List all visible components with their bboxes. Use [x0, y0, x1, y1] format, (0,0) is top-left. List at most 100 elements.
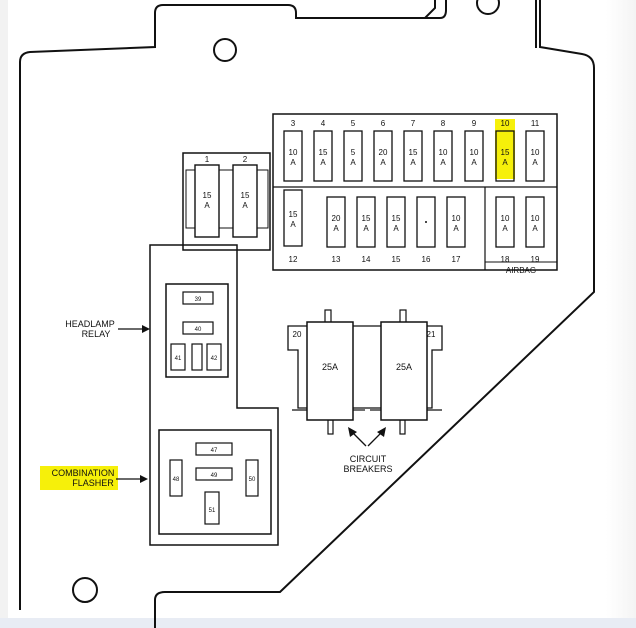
headlamp-relay-arrow	[118, 325, 150, 333]
panel-outline	[19, 0, 595, 628]
fuse-3: 3 10A	[283, 119, 303, 182]
terminal-39-label: 39	[195, 297, 202, 303]
fuse-5-slot: 5	[351, 119, 356, 128]
fuse-block-outline	[272, 113, 558, 271]
fuse-18: 10A 18	[495, 196, 515, 264]
fuse-10-unit: A	[502, 158, 508, 167]
terminal-40-label: 40	[195, 327, 202, 333]
panel-top-notch	[295, 0, 447, 19]
fuse-1-slot: 1	[205, 155, 210, 164]
fuse-6-slot: 6	[381, 119, 386, 128]
headlamp-relay-label-line2: RELAY	[82, 329, 111, 339]
fuse-5-unit: A	[350, 158, 356, 167]
fuse-2-slot: 2	[243, 155, 248, 164]
fuse-13-slot: 13	[332, 255, 341, 264]
relay-area-outline	[149, 244, 279, 546]
breaker-20-rating: 25A	[322, 362, 338, 372]
terminal-49-label: 49	[211, 473, 218, 479]
fuse-11-unit: A	[532, 158, 538, 167]
fuse-17: 10A 17	[446, 196, 466, 264]
combination-flasher-highlight	[40, 466, 118, 490]
fuse-12-amp: 15	[289, 210, 298, 219]
fuse-8-amp: 10	[439, 148, 448, 157]
fuse-5: 55A	[343, 119, 363, 182]
combination-flasher-arrow	[116, 475, 148, 483]
mounting-hole-top-right	[476, 0, 500, 15]
circuit-breaker-housing	[287, 325, 443, 409]
terminal-41-label: 41	[175, 356, 182, 362]
fuse-17-slot: 17	[452, 255, 461, 264]
fuse-6-unit: A	[380, 158, 386, 167]
left-edge-strip	[0, 0, 8, 628]
terminal-48-label: 48	[173, 477, 180, 483]
fuse-17-unit: A	[453, 224, 459, 233]
terminal-51-label: 51	[209, 508, 216, 514]
headlamp-relay-terminals: 39 40 41 42	[170, 291, 222, 371]
fuse-2-unit: A	[242, 201, 248, 210]
circuit-breaker-20: 25A	[292, 309, 365, 435]
fuse-12-slot: 12	[289, 255, 298, 264]
fuse-7: 7 15A	[403, 119, 423, 182]
mounting-hole-top-left	[213, 38, 237, 62]
fuse-19-slot: 19	[531, 255, 540, 264]
terminal-50-label: 50	[249, 477, 256, 483]
fuse-2-amp: 15	[241, 191, 250, 200]
breaker-20-slot: 20	[293, 330, 302, 339]
fuse-8: 8 10A	[433, 119, 453, 182]
combination-flasher-label-line1: COMBINATION	[52, 468, 115, 478]
fuse-18-amp: 10	[501, 214, 510, 223]
fuse-4-amp: 15	[319, 148, 328, 157]
fuse-14-unit: A	[363, 224, 369, 233]
fuse-7-unit: A	[410, 158, 416, 167]
circuit-breakers-label-line2: BREAKERS	[343, 464, 392, 474]
fuse-4-slot: 4	[321, 119, 326, 128]
fuse-19-unit: A	[532, 224, 538, 233]
fuse-7-slot: 7	[411, 119, 416, 128]
fuse-3-unit: A	[290, 158, 296, 167]
fuse-15-slot: 15	[392, 255, 401, 264]
fuse-8-slot: 8	[441, 119, 446, 128]
mounting-hole-bottom-left	[72, 577, 98, 603]
fuse-14-amp: 15	[362, 214, 371, 223]
fuse-7-amp: 15	[409, 148, 418, 157]
circuit-breaker-21: 25A	[370, 309, 442, 435]
fuse-1-unit: A	[204, 201, 210, 210]
fuse-18-unit: A	[502, 224, 508, 233]
fuse-15-amp: 15	[392, 214, 401, 223]
right-edge-strip	[606, 0, 636, 628]
terminal-47-label: 47	[211, 448, 218, 454]
fuse-10-highlight	[495, 119, 515, 179]
fuse-9-amp: 10	[470, 148, 479, 157]
fuse-13-amp: 20	[332, 214, 341, 223]
fuse-16: 16	[416, 196, 436, 264]
fuse-18-slot: 18	[501, 255, 510, 264]
fuse-17-amp: 10	[452, 214, 461, 223]
circuit-breakers-arrows	[348, 427, 386, 447]
breaker-21-slot: 21	[427, 330, 436, 339]
circuit-breakers-label-line1: CIRCUIT	[350, 454, 387, 464]
fuse-15-unit: A	[393, 224, 399, 233]
terminal-42-label: 42	[211, 356, 218, 362]
fuse-10-slot: 10	[501, 119, 510, 128]
fuse-4-unit: A	[320, 158, 326, 167]
fuse-8-unit: A	[440, 158, 446, 167]
fuse-11-amp: 10	[531, 148, 540, 157]
fuse-3-amp: 10	[289, 148, 298, 157]
fuse-5-amp: 5	[351, 148, 356, 157]
fuse-2: 2 15A	[232, 155, 258, 238]
fuse-13-unit: A	[333, 224, 339, 233]
fuse-3-slot: 3	[291, 119, 296, 128]
fuse-16-slot: 16	[422, 255, 431, 264]
fuse-13: 20A 13	[326, 196, 346, 264]
